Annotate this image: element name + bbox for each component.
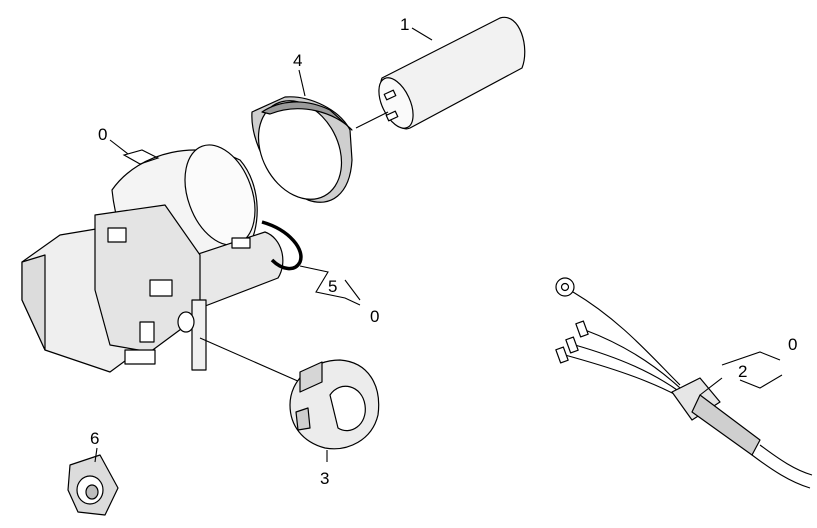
- callout-4: 4: [293, 51, 302, 70]
- callout-1: 1: [400, 15, 409, 34]
- callout-2: 2: [738, 362, 747, 381]
- motor-assembly: [21, 144, 303, 373]
- callout-0-bracket2: 0: [788, 335, 797, 354]
- cable-harness-part-2: [555, 277, 813, 489]
- capacitor-part-1: [355, 16, 526, 130]
- thermal-switch-part-3: [289, 359, 380, 450]
- leader-motor-to-switch: [199, 337, 301, 383]
- callout-leaders: [94, 27, 783, 463]
- callout-3: 3: [320, 469, 329, 488]
- capacitor-sleeve-part-4: [251, 96, 353, 203]
- callout-0-motor: 0: [98, 125, 107, 144]
- callout-5: 5: [328, 277, 337, 296]
- callout-0-bracket5: 0: [370, 307, 379, 326]
- grommet-part-6: [67, 454, 119, 516]
- callout-6: 6: [90, 429, 99, 448]
